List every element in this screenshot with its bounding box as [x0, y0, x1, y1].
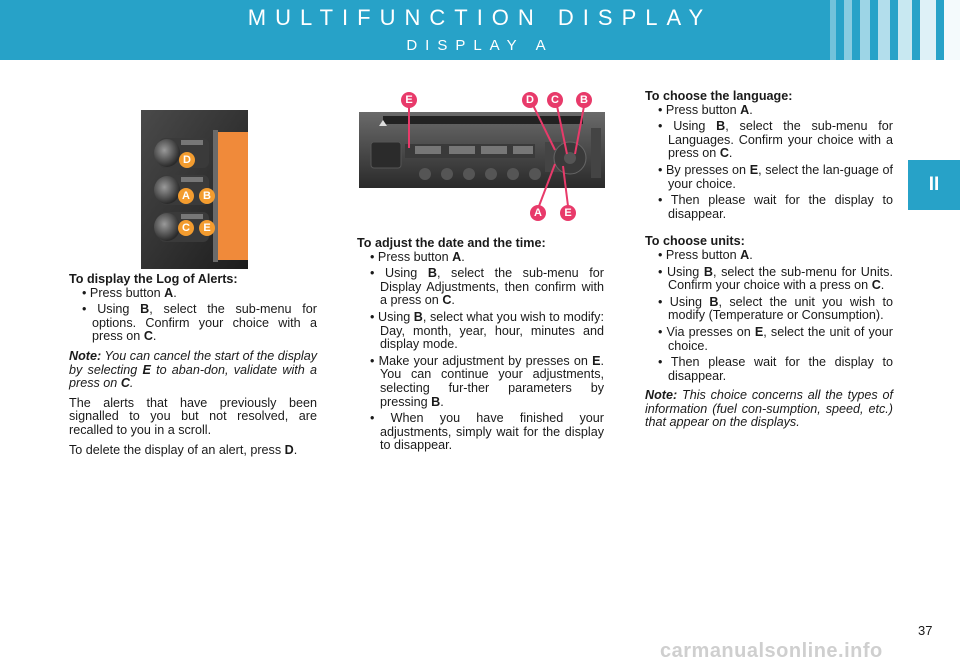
badge-e: E	[199, 220, 215, 236]
chapter-tab: II	[908, 160, 960, 210]
alerts-note: Note: You can cancel the start of the di…	[69, 348, 317, 391]
language-steps: Press button A. Using B, select the sub-…	[645, 103, 893, 222]
page-number: 37	[918, 623, 933, 638]
date-time-heading: To adjust the date and the time:	[357, 236, 546, 250]
list-item: When you have finished your adjustments,…	[357, 411, 604, 453]
page-subtitle: DISPLAY A	[406, 37, 554, 54]
list-item: Then please wait for the display to disa…	[645, 355, 893, 383]
badge-d: D	[179, 152, 195, 168]
watermark: carmanualsonline.info	[660, 640, 883, 662]
alerts-steps: Press button A. Using B, select the sub-…	[69, 286, 317, 344]
units-note: Note: This choice concerns all the types…	[645, 388, 893, 430]
list-item: Press button A.	[645, 103, 893, 118]
center-column: To adjust the date and the time: Press b…	[357, 236, 604, 459]
language-heading: To choose the language:	[645, 89, 793, 103]
page-header: MULTIFUNCTION DISPLAY DISPLAY A	[0, 0, 960, 60]
radio-unit-illustration	[359, 100, 605, 207]
list-item: Press button A.	[69, 286, 317, 301]
list-item: Using B, select what you wish to modify:…	[357, 310, 604, 352]
badge-a-bottom: A	[530, 205, 546, 221]
badge-b-top: B	[576, 92, 592, 108]
list-item: Using B, select the sub-menu for options…	[69, 302, 317, 344]
list-item: Make your adjustment by presses on E. Yo…	[357, 354, 604, 409]
list-item: Using B, select the unit you wish to mod…	[645, 295, 893, 323]
list-item: Using B, select the sub-menu for Display…	[357, 266, 604, 308]
badge-d-top: D	[522, 92, 538, 108]
page-title: MULTIFUNCTION DISPLAY	[247, 5, 713, 30]
list-item: Using B, select the sub-menu for Units. …	[645, 265, 893, 293]
badge-e-bottom: E	[560, 205, 576, 221]
delete-alert-paragraph: To delete the display of an alert, press…	[69, 442, 298, 457]
badge-a: A	[178, 188, 194, 204]
header-stripes	[830, 0, 960, 60]
units-steps: Press button A. Using B, select the sub-…	[645, 248, 893, 383]
alerts-heading: To display the Log of Alerts:	[69, 272, 238, 286]
list-item: Via presses on E, select the unit of you…	[645, 325, 893, 353]
control-stalk-photo: D A B C E	[141, 110, 248, 269]
units-heading: To choose units:	[645, 234, 745, 249]
badge-c: C	[178, 220, 194, 236]
badge-e-top: E	[401, 92, 417, 108]
list-item: Then please wait for the display to disa…	[645, 193, 893, 221]
list-item: Press button A.	[645, 248, 893, 263]
list-item: Using B, select the sub-menu for Languag…	[645, 119, 893, 161]
badge-b: B	[199, 188, 215, 204]
left-column: To display the Log of Alerts: Press butt…	[69, 272, 317, 463]
right-column: To choose the language: Press button A. …	[645, 89, 893, 436]
radio-unit-photo: E D C B A E	[355, 88, 607, 223]
list-item: By presses on E, select the lan-guage of…	[645, 163, 893, 191]
alerts-paragraph: The alerts that have previously been sig…	[69, 395, 317, 437]
control-stalk-illustration	[141, 110, 248, 269]
date-time-steps: Press button A. Using B, select the sub-…	[357, 250, 604, 453]
list-item: Press button A.	[357, 250, 604, 265]
badge-c-top: C	[547, 92, 563, 108]
